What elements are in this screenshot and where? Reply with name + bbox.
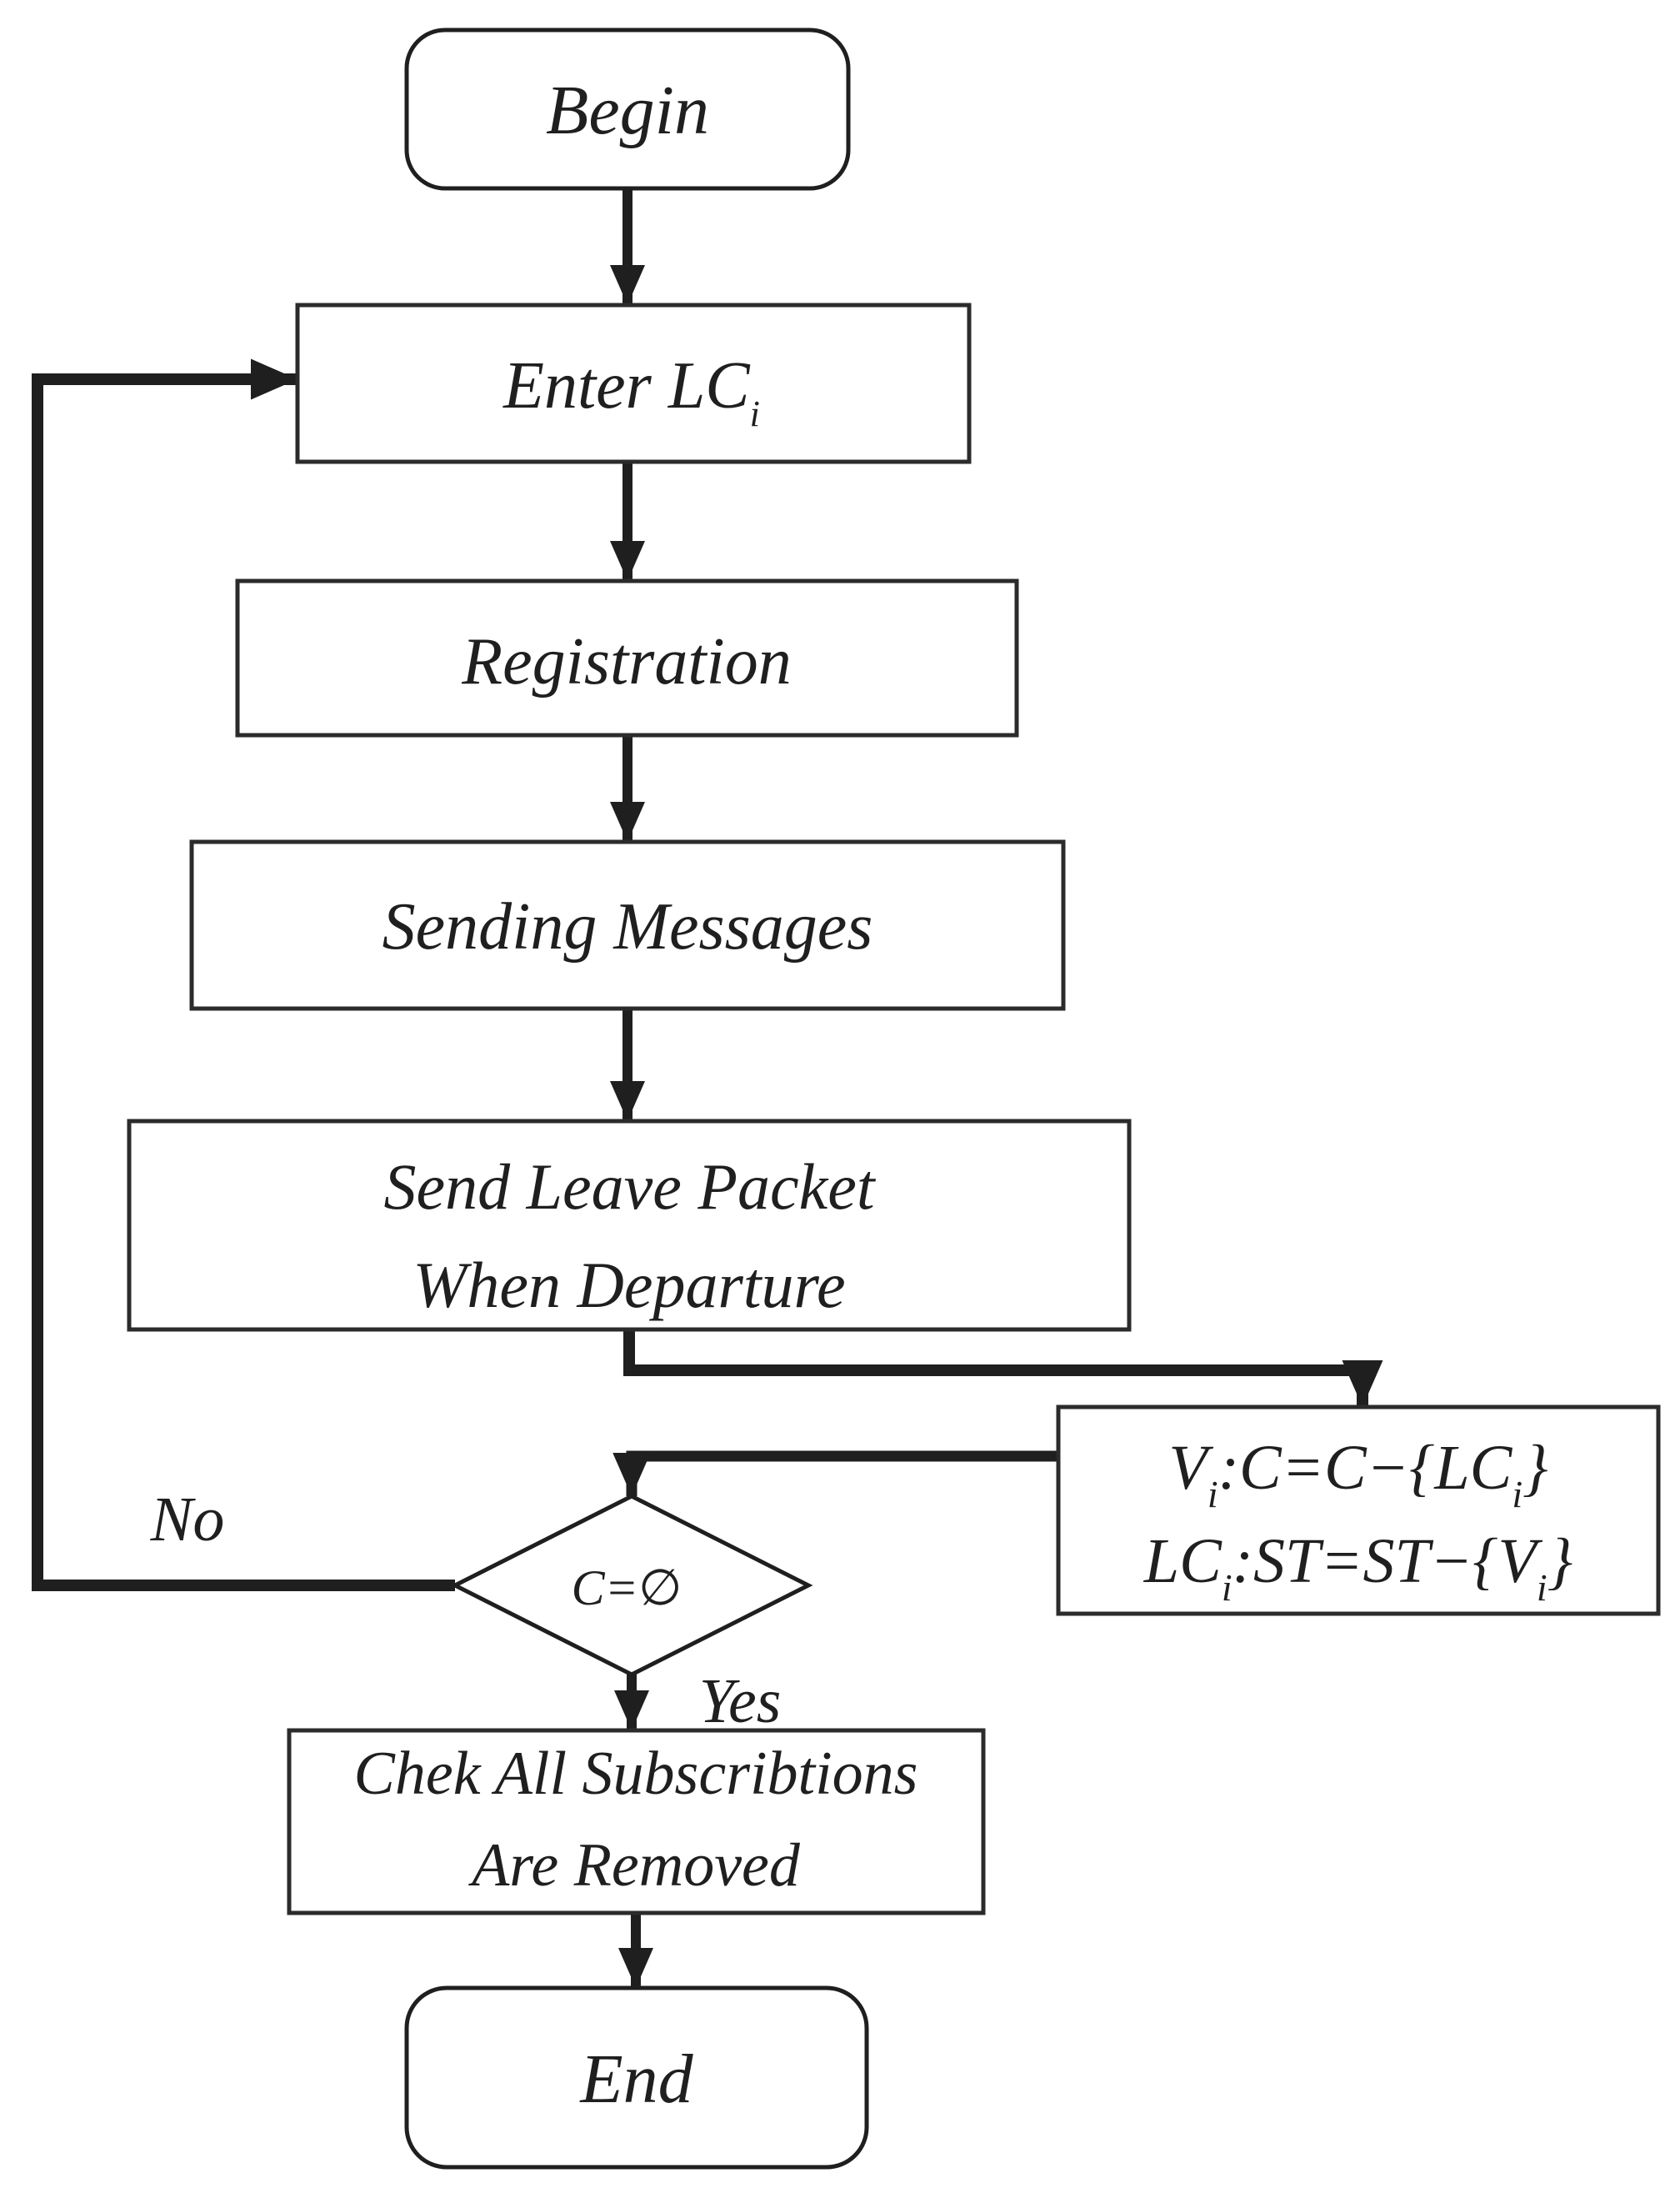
edge-label-no: No bbox=[150, 1485, 225, 1555]
node-registration bbox=[235, 578, 1019, 738]
edge-decision-no-loop bbox=[32, 358, 455, 1591]
node-registration-label: Registration bbox=[461, 625, 792, 698]
node-check bbox=[287, 1728, 986, 1915]
node-check-line1: Chek All Subscribtions bbox=[354, 1740, 918, 1808]
node-leave-line2: When Departure bbox=[412, 1249, 845, 1321]
node-check-line2: Are Removed bbox=[468, 1831, 801, 1900]
update-l2-p2: :ST=ST− bbox=[1232, 1526, 1472, 1596]
update-l1-sub1: i bbox=[1208, 1473, 1218, 1515]
node-sending bbox=[189, 839, 1066, 1011]
update-l2-p4: } bbox=[1548, 1526, 1572, 1596]
node-update-line2: LCi:ST=ST−{Vi} bbox=[1143, 1526, 1572, 1609]
node-decision bbox=[450, 1494, 813, 1677]
node-enter-label-main: Enter LC bbox=[502, 349, 751, 423]
node-begin bbox=[404, 28, 851, 191]
node-sending-label: Sending Messages bbox=[382, 890, 873, 964]
update-l2-sub2: i bbox=[1537, 1566, 1548, 1609]
node-enter-label: Enter LCi bbox=[502, 349, 760, 434]
node-leave-line1: Send Leave Packet bbox=[383, 1150, 876, 1223]
update-l1-p3: {LC bbox=[1409, 1433, 1513, 1503]
update-l1-p4: } bbox=[1522, 1433, 1548, 1503]
update-l1-p2: :C=C− bbox=[1218, 1433, 1409, 1503]
node-begin-label: Begin bbox=[546, 72, 709, 149]
node-update-line1: Vi:C=C−{LCi} bbox=[1168, 1433, 1548, 1515]
node-end-label: End bbox=[579, 2040, 693, 2118]
node-end bbox=[404, 1985, 869, 2170]
update-l2-p3: {V bbox=[1472, 1526, 1542, 1596]
update-l1-p1: V bbox=[1168, 1433, 1213, 1503]
node-enter bbox=[295, 303, 972, 464]
update-l2-p1: LC bbox=[1143, 1526, 1222, 1596]
node-enter-label-sub: i bbox=[750, 393, 760, 434]
edge-leave-update bbox=[623, 1329, 1383, 1407]
edge-update-decision bbox=[612, 1450, 1058, 1496]
edge-label-yes: Yes bbox=[699, 1666, 782, 1736]
node-decision-label: C=∅ bbox=[572, 1560, 682, 1615]
update-l1-sub2: i bbox=[1512, 1473, 1522, 1515]
node-leave bbox=[127, 1119, 1132, 1332]
update-l2-sub1: i bbox=[1222, 1566, 1232, 1609]
node-update bbox=[1056, 1404, 1661, 1616]
